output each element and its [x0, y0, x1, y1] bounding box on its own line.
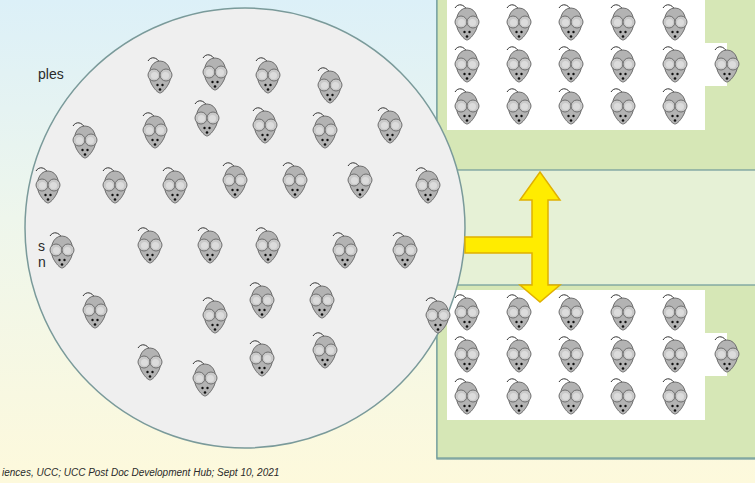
image-ground: [447, 43, 727, 86]
population-circle: [25, 8, 465, 448]
mouse-icon: [663, 295, 687, 330]
mouse-icon: [50, 233, 74, 268]
cut-off-text: n: [38, 254, 46, 270]
mouse-icon: [163, 168, 187, 203]
mouse-icon: [393, 233, 417, 268]
mouse-icon: [455, 295, 479, 330]
mouse-icon: [148, 58, 172, 93]
mouse-icon: [559, 89, 583, 124]
cut-off-text: s: [38, 238, 45, 254]
mouse-icon: [663, 379, 687, 414]
mouse-icon: [611, 47, 635, 82]
mouse-icon: [138, 228, 162, 263]
mouse-icon: [455, 337, 479, 372]
mouse-icon: [138, 345, 162, 380]
mouse-icon: [416, 168, 440, 203]
mouse-icon: [333, 233, 357, 268]
mouse-icon: [611, 379, 635, 414]
mouse-icon: [559, 379, 583, 414]
mouse-icon: [559, 337, 583, 372]
mouse-icon: [507, 47, 531, 82]
mouse-icon: [507, 5, 531, 40]
mouse-icon: [455, 47, 479, 82]
mouse-icon: [715, 47, 739, 82]
image-ground: [447, 333, 727, 376]
mouse-icon: [195, 101, 219, 136]
mouse-icon: [559, 47, 583, 82]
split-arrow: [465, 172, 560, 302]
mouse-icon: [611, 337, 635, 372]
mouse-icon: [313, 333, 337, 368]
cut-off-text: ples: [38, 66, 64, 82]
footer-note: iences, UCC; UCC Post Doc Development Hu…: [2, 467, 279, 479]
mouse-icon: [426, 298, 450, 333]
mouse-icon: [253, 108, 277, 143]
mouse-icon: [455, 379, 479, 414]
mouse-icon: [198, 228, 222, 263]
mouse-icon: [663, 5, 687, 40]
mouse-icon: [611, 89, 635, 124]
mouse-icon: [663, 47, 687, 82]
mouse-icon: [455, 89, 479, 124]
mouse-icon: [73, 123, 97, 158]
mouse-icon: [663, 337, 687, 372]
mouse-icon: [250, 283, 274, 318]
mouse-icon: [318, 68, 342, 103]
mouse-icon: [36, 168, 60, 203]
mouse-icon: [559, 5, 583, 40]
mouse-icon: [203, 298, 227, 333]
mouse-icon: [223, 163, 247, 198]
group-box: [437, 0, 755, 170]
mouse-icon: [378, 108, 402, 143]
mouse-icon: [715, 337, 739, 372]
group-box: [437, 285, 755, 458]
mouse-icon: [310, 283, 334, 318]
mouse-icon: [663, 89, 687, 124]
group-panel: [437, 0, 755, 459]
mouse-icon: [507, 337, 531, 372]
mouse-icon: [103, 168, 127, 203]
mouse-icon: [256, 228, 280, 263]
mouse-icon: [193, 361, 217, 396]
mouse-icon: [611, 295, 635, 330]
mouse-icon: [507, 379, 531, 414]
mouse-icon: [611, 5, 635, 40]
mouse-icon: [256, 58, 280, 93]
mouse-icon: [559, 295, 583, 330]
mouse-icon: [83, 293, 107, 328]
mouse-icon: [313, 113, 337, 148]
mouse-icon: [283, 163, 307, 198]
mouse-icon: [507, 295, 531, 330]
mouse-icon: [455, 5, 479, 40]
mouse-icon: [203, 55, 227, 90]
mouse-icon: [507, 89, 531, 124]
mouse-icon: [143, 113, 167, 148]
mouse-icon: [348, 163, 372, 198]
mouse-icon: [250, 341, 274, 376]
